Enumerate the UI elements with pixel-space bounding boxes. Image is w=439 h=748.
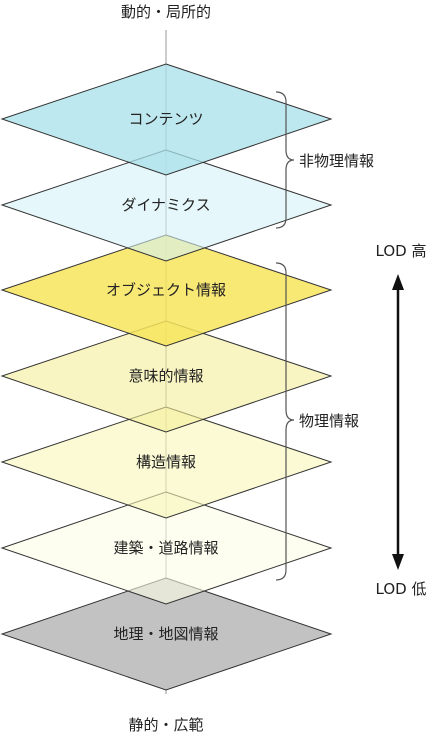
layer-diamond-contents [0, 63, 333, 176]
group-label-physical: 物理情報 [299, 412, 359, 430]
layer-diamond-object [0, 234, 333, 347]
layer-diamond-semantic [0, 320, 333, 433]
top-label: 動的・局所的 [121, 3, 211, 21]
physical-brace [275, 262, 295, 581]
lod-low-label: LOD 低 [376, 580, 427, 598]
layer-label-structure: 構造情報 [136, 453, 196, 471]
layer-diamond-dynamics [0, 149, 333, 262]
layer-diamonds [0, 63, 333, 691]
layer-diamond-building-road [0, 491, 333, 605]
layer-label-object: オブジェクト情報 [106, 281, 226, 299]
layer-diamond-structure [0, 406, 333, 519]
layer-label-terrain: 地理・地図情報 [113, 625, 218, 643]
lod-arrow-head-up [392, 274, 404, 290]
layer-diamond-terrain [0, 577, 333, 691]
layer-label-building-road: 建築・道路情報 [113, 539, 218, 557]
bottom-label: 静的・広範 [128, 716, 203, 734]
layer-label-semantic: 意味的情報 [128, 367, 203, 385]
non-physical-brace [275, 91, 295, 229]
layer-label-contents: コンテンツ [128, 110, 203, 128]
layer-label-dynamics: ダイナミクス [121, 196, 210, 214]
lod-arrow-head-down [392, 554, 404, 570]
group-label-non-physical: 非物理情報 [299, 152, 374, 170]
lod-high-label: LOD 高 [376, 242, 427, 260]
